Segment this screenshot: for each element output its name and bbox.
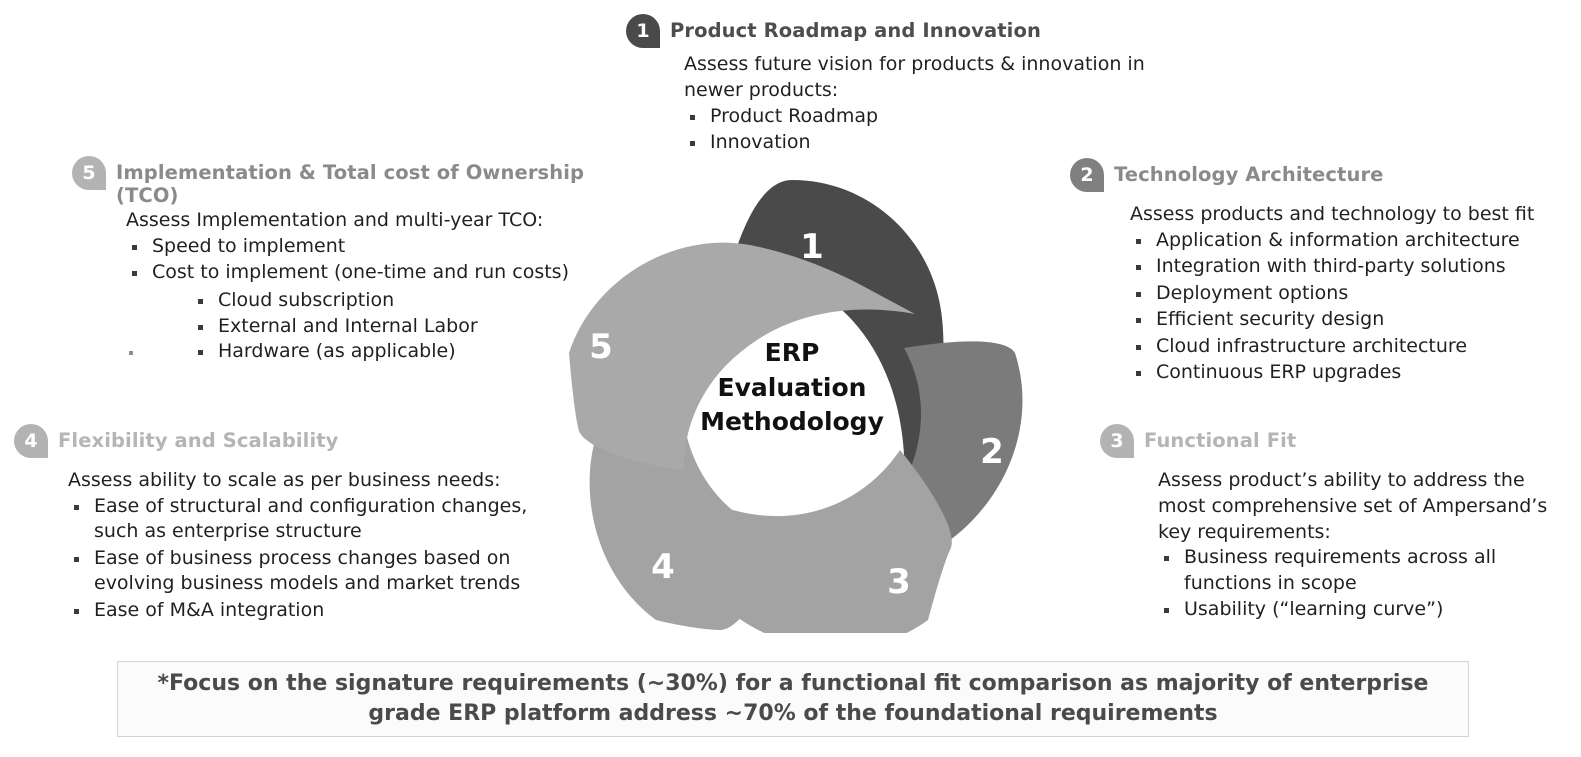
list-item: Continuous ERP upgrades [1130,360,1575,385]
section-intro: Assess future vision for products & inno… [684,53,1145,101]
section-body: Assess future vision for products & inno… [684,52,1146,156]
badge-2: 2 [1070,158,1104,192]
list-item: Ease of structural and configuration cha… [68,494,554,545]
section-bullet-list: Speed to implement Cost to implement (on… [126,234,642,286]
list-item: Integration with third-party solutions [1130,254,1575,279]
petal-number-1: 1 [800,227,824,267]
list-item: Efficient security design [1130,307,1575,332]
section-intro: Assess products and technology to best f… [1130,203,1535,225]
list-item: Ease of M&A integration [68,598,554,623]
list-item: Cost to implement (one-time and run cost… [126,260,642,285]
petal-number-2: 2 [980,432,1004,472]
section-technology-architecture: 2 Technology Architecture Assess product… [1070,158,1575,387]
section-bullet-list: Product Roadmap Innovation [684,104,1146,156]
list-item: Innovation [684,130,1146,155]
badge-5: 5 [72,156,106,190]
section-functional-fit: 3 Functional Fit Assess product’s abilit… [1100,424,1570,624]
pinwheel-numbers: 1 2 3 4 5 [589,227,1004,602]
section-header: 1 Product Roadmap and Innovation [626,14,1146,48]
list-item: Cloud subscription [192,288,642,314]
section-title: Functional Fit [1144,429,1297,452]
list-item: Deployment options [1130,281,1575,306]
section-header: 5 Implementation & Total cost of Ownersh… [72,156,642,207]
section-bullet-list: Business requirements across all functio… [1158,545,1570,622]
section-title: Product Roadmap and Innovation [670,19,1041,42]
section-body: Assess products and technology to best f… [1130,202,1575,386]
list-item: Cloud infrastructure architecture [1130,334,1575,359]
pinwheel-petals [569,180,1023,633]
petal-5 [569,242,915,470]
badge-1: 1 [626,14,660,48]
section-intro: Assess ability to scale as per business … [68,469,501,491]
section-body: Assess product’s ability to address the … [1158,468,1570,623]
footnote-text: *Focus on the signature requirements (~3… [157,670,1429,726]
section-bullet-list: Ease of structural and configuration cha… [68,494,554,623]
badge-4: 4 [14,424,48,458]
section-intro: Assess product’s ability to address the … [1158,469,1548,543]
petal-2 [765,341,1023,595]
petal-number-3: 3 [887,562,911,602]
list-item: Speed to implement [126,234,642,259]
section-implementation-tco: 5 Implementation & Total cost of Ownersh… [72,156,642,365]
section-body: Assess Implementation and multi-year TCO… [126,208,642,365]
list-item: Ease of business process changes based o… [68,546,554,597]
section-sub-bullet-list: Cloud subscription External and Internal… [126,288,642,365]
footnote-box: *Focus on the signature requirements (~3… [117,661,1469,737]
section-title: Technology Architecture [1114,163,1384,186]
section-header: 3 Functional Fit [1100,424,1570,458]
section-product-roadmap: 1 Product Roadmap and Innovation Assess … [626,14,1146,157]
section-intro: Assess Implementation and multi-year TCO… [126,209,544,231]
center-line-2: Evaluation [717,372,867,402]
pinwheel-svg: 1 2 3 4 5 [569,180,1023,633]
section-flexibility-scalability: 4 Flexibility and Scalability Assess abi… [14,424,554,624]
stray-bullet-artifact [129,351,133,355]
center-line-3: Methodology [700,407,884,436]
section-body: Assess ability to scale as per business … [68,468,554,623]
section-title: Flexibility and Scalability [58,429,339,452]
badge-3: 3 [1100,424,1134,458]
pinwheel-diagram: 1 2 3 4 5 ERP Evaluation Methodology [552,168,1032,633]
list-item: Hardware (as applicable) [192,339,642,365]
list-item: Product Roadmap [684,104,1146,129]
petal-number-4: 4 [651,547,675,587]
petal-number-5: 5 [589,327,613,367]
section-bullet-list: Application & information architecture I… [1130,228,1575,386]
center-line-1: ERP [764,338,820,367]
list-item: External and Internal Labor [192,314,642,340]
list-item: Application & information architecture [1130,228,1575,253]
section-title: Implementation & Total cost of Ownership… [116,161,585,207]
section-header: 4 Flexibility and Scalability [14,424,554,458]
list-item: Usability (“learning curve”) [1158,597,1570,622]
pinwheel-center-label: ERP Evaluation Methodology [664,336,920,440]
section-header: 2 Technology Architecture [1070,158,1575,192]
list-item: Business requirements across all functio… [1158,545,1570,596]
